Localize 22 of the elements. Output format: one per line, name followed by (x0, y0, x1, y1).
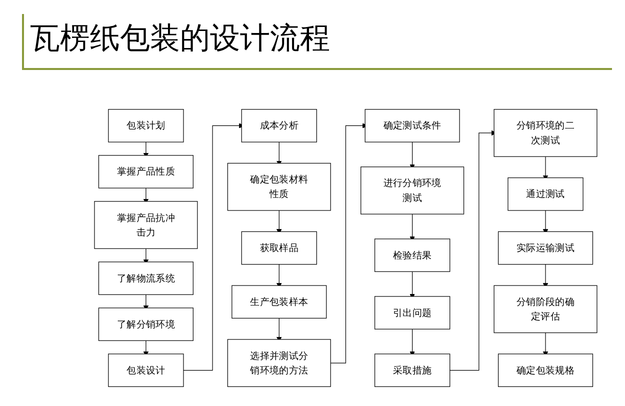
process-box: 确定测试条件 (364, 109, 460, 142)
process-box: 实际运输测试 (498, 231, 594, 265)
page-title: 瓦楞纸包装的设计流程 (30, 20, 330, 58)
process-box: 生产包装样本 (232, 285, 327, 319)
process-box: 包装计划 (108, 109, 184, 142)
process-box: 了解物流系统 (98, 262, 194, 295)
process-box: 确定包装材料性质 (227, 162, 331, 211)
process-box: 分销环境的二次测试 (494, 109, 598, 157)
process-box: 掌握产品性质 (98, 155, 194, 188)
process-box: 选择并测试分销环境的方法 (227, 339, 331, 387)
process-box: 包装设计 (108, 354, 184, 387)
process-box: 获取样品 (241, 231, 317, 265)
process-box: 通过测试 (508, 177, 584, 211)
process-box: 了解分销环境 (98, 308, 194, 341)
process-box: 引出问题 (374, 296, 450, 330)
process-box: 确定包装规格 (498, 354, 594, 387)
process-box: 分销阶段的确定评估 (494, 285, 598, 334)
process-box: 采取措施 (374, 354, 450, 387)
process-box: 掌握产品抗冲击力 (94, 201, 198, 249)
process-box: 检验结果 (374, 238, 450, 272)
process-box: 进行分销环境测试 (360, 166, 464, 214)
process-box: 成本分析 (241, 109, 317, 142)
